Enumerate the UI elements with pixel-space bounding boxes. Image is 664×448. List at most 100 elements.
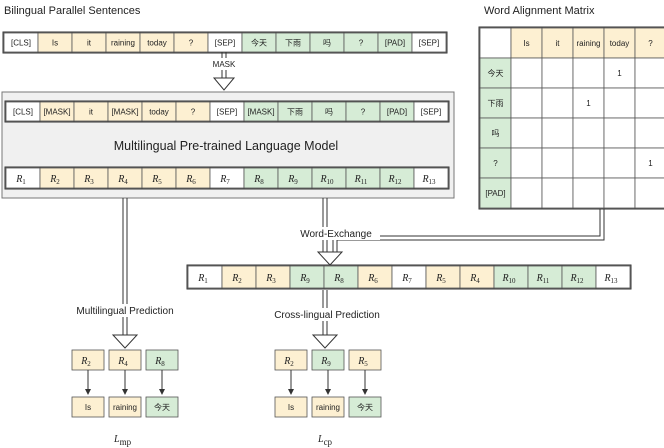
matrix-cell xyxy=(634,117,664,149)
exch-rep-symbol: R4 xyxy=(469,273,480,285)
matrix-cell xyxy=(603,57,636,89)
exch-rep-symbol: R9 xyxy=(299,273,310,285)
matrix-frame xyxy=(478,26,664,210)
input-token: Is xyxy=(52,39,58,48)
rep-index: 12 xyxy=(395,178,403,186)
cross-lingual-prediction-label: Cross-lingual Prediction xyxy=(274,310,380,321)
masked-cell xyxy=(413,101,449,122)
input-token: raining xyxy=(111,39,135,48)
matrix-cell xyxy=(541,117,574,149)
exch-rep-symbol: R7 xyxy=(401,273,412,285)
cp-arrow-head xyxy=(325,389,331,395)
input-token: [SEP] xyxy=(215,39,235,48)
masked-token: ? xyxy=(191,108,196,117)
exch-rep-index: 7 xyxy=(408,277,412,285)
input-token: [PAD] xyxy=(385,39,405,48)
mp-rep-index: 8 xyxy=(161,360,165,368)
exch-rep-index: 12 xyxy=(577,277,585,285)
mp-arrow-head xyxy=(159,389,165,395)
exch-rep-symbol: R3 xyxy=(265,273,276,285)
cp-output-token: Is xyxy=(288,403,294,412)
input-token: today xyxy=(147,39,167,48)
masked-token: ? xyxy=(361,108,366,117)
model-title: Multilingual Pre-trained Language Model xyxy=(114,139,338,153)
mp-output-cell xyxy=(71,396,105,418)
exch-rep-symbol: R8 xyxy=(333,273,344,285)
matrix-cell xyxy=(541,147,574,179)
cp-arrow-head xyxy=(288,389,294,395)
mp-output-token: raining xyxy=(113,403,137,412)
exch-rep-index: 6 xyxy=(374,277,378,285)
input-token: 下雨 xyxy=(285,39,301,48)
input-frame xyxy=(2,31,448,54)
matrix-cell xyxy=(572,87,605,119)
input-token: 今天 xyxy=(251,38,267,48)
masked-token: [MASK] xyxy=(43,108,70,117)
matrix-cell xyxy=(634,147,664,179)
matrix-cell xyxy=(603,147,636,179)
matrix-cell xyxy=(603,117,636,149)
input-cell xyxy=(411,32,447,53)
masked-token: [CLS] xyxy=(13,108,33,117)
matrix-cell xyxy=(510,177,543,209)
cross-lingual-prediction-branch: Cross-lingual Prediction xyxy=(262,290,392,349)
mp-output-token: 今天 xyxy=(154,402,170,412)
matrix-row-label: ? xyxy=(493,159,498,168)
rep-frame xyxy=(4,166,450,190)
cp-arrow-head xyxy=(362,389,368,395)
exch-rep-index: 4 xyxy=(476,277,480,285)
input-token: ? xyxy=(359,39,364,48)
mp-rep-symbol: R4 xyxy=(117,356,128,368)
matrix-cell xyxy=(603,177,636,209)
cp-output-cell xyxy=(311,396,345,418)
matrix-corner xyxy=(479,27,512,59)
matrix-cell xyxy=(634,57,664,89)
mp-output-token: Is xyxy=(85,403,91,412)
matrix-cell xyxy=(572,57,605,89)
rep-symbol: R2 xyxy=(49,174,60,186)
mp-arrow-head xyxy=(122,389,128,395)
cp-output-cell xyxy=(348,396,382,418)
input-token: ? xyxy=(189,39,194,48)
masked-token: [SEP] xyxy=(217,108,237,117)
rep-index: 9 xyxy=(294,178,298,186)
exch-rep-index: 9 xyxy=(306,277,310,285)
rep-symbol: R5 xyxy=(151,174,162,186)
matrix-row-header xyxy=(479,147,512,179)
exch-rep-cell xyxy=(595,265,631,289)
rep-symbol: R3 xyxy=(83,174,94,186)
matrix-row-header xyxy=(479,57,512,89)
exch-rep-frame xyxy=(186,264,632,290)
matrix-col-header xyxy=(572,27,605,59)
matrix-cell xyxy=(510,57,543,89)
matrix-col-header xyxy=(510,27,543,59)
rep-index: 3 xyxy=(90,178,94,186)
mp-rep-index: 4 xyxy=(124,360,128,368)
rep-symbol: R1 xyxy=(15,174,26,186)
matrix-value: 1 xyxy=(648,159,653,168)
rep-symbol: R8 xyxy=(253,174,264,186)
rep-index: 8 xyxy=(260,178,264,186)
rep-index: 2 xyxy=(56,178,60,186)
word-exchange-label: Word-Exchange xyxy=(300,229,372,240)
cp-rep-symbol: R9 xyxy=(320,356,331,368)
exch-rep-symbol: R1 xyxy=(197,273,208,285)
rep-index: 10 xyxy=(327,178,335,186)
multilingual-prediction-label: Multilingual Prediction xyxy=(76,306,173,317)
matrix-cell xyxy=(603,87,636,119)
word-exchange-arrowhead xyxy=(316,251,344,266)
exch-rep-index: 2 xyxy=(238,277,242,285)
rep-index: 7 xyxy=(226,178,230,186)
rep-index: 6 xyxy=(192,178,196,186)
loss-mp-subscript: mp xyxy=(120,437,132,447)
mask-arrowhead xyxy=(212,77,236,91)
matrix-value: 1 xyxy=(586,99,591,108)
matrix-col-label: today xyxy=(610,39,630,48)
exch-rep-index: 3 xyxy=(272,277,276,285)
masked-frame xyxy=(4,100,450,123)
input-token: [CLS] xyxy=(11,39,31,48)
matrix-row-label: 下雨 xyxy=(488,99,504,108)
input-token: 吗 xyxy=(323,39,331,48)
